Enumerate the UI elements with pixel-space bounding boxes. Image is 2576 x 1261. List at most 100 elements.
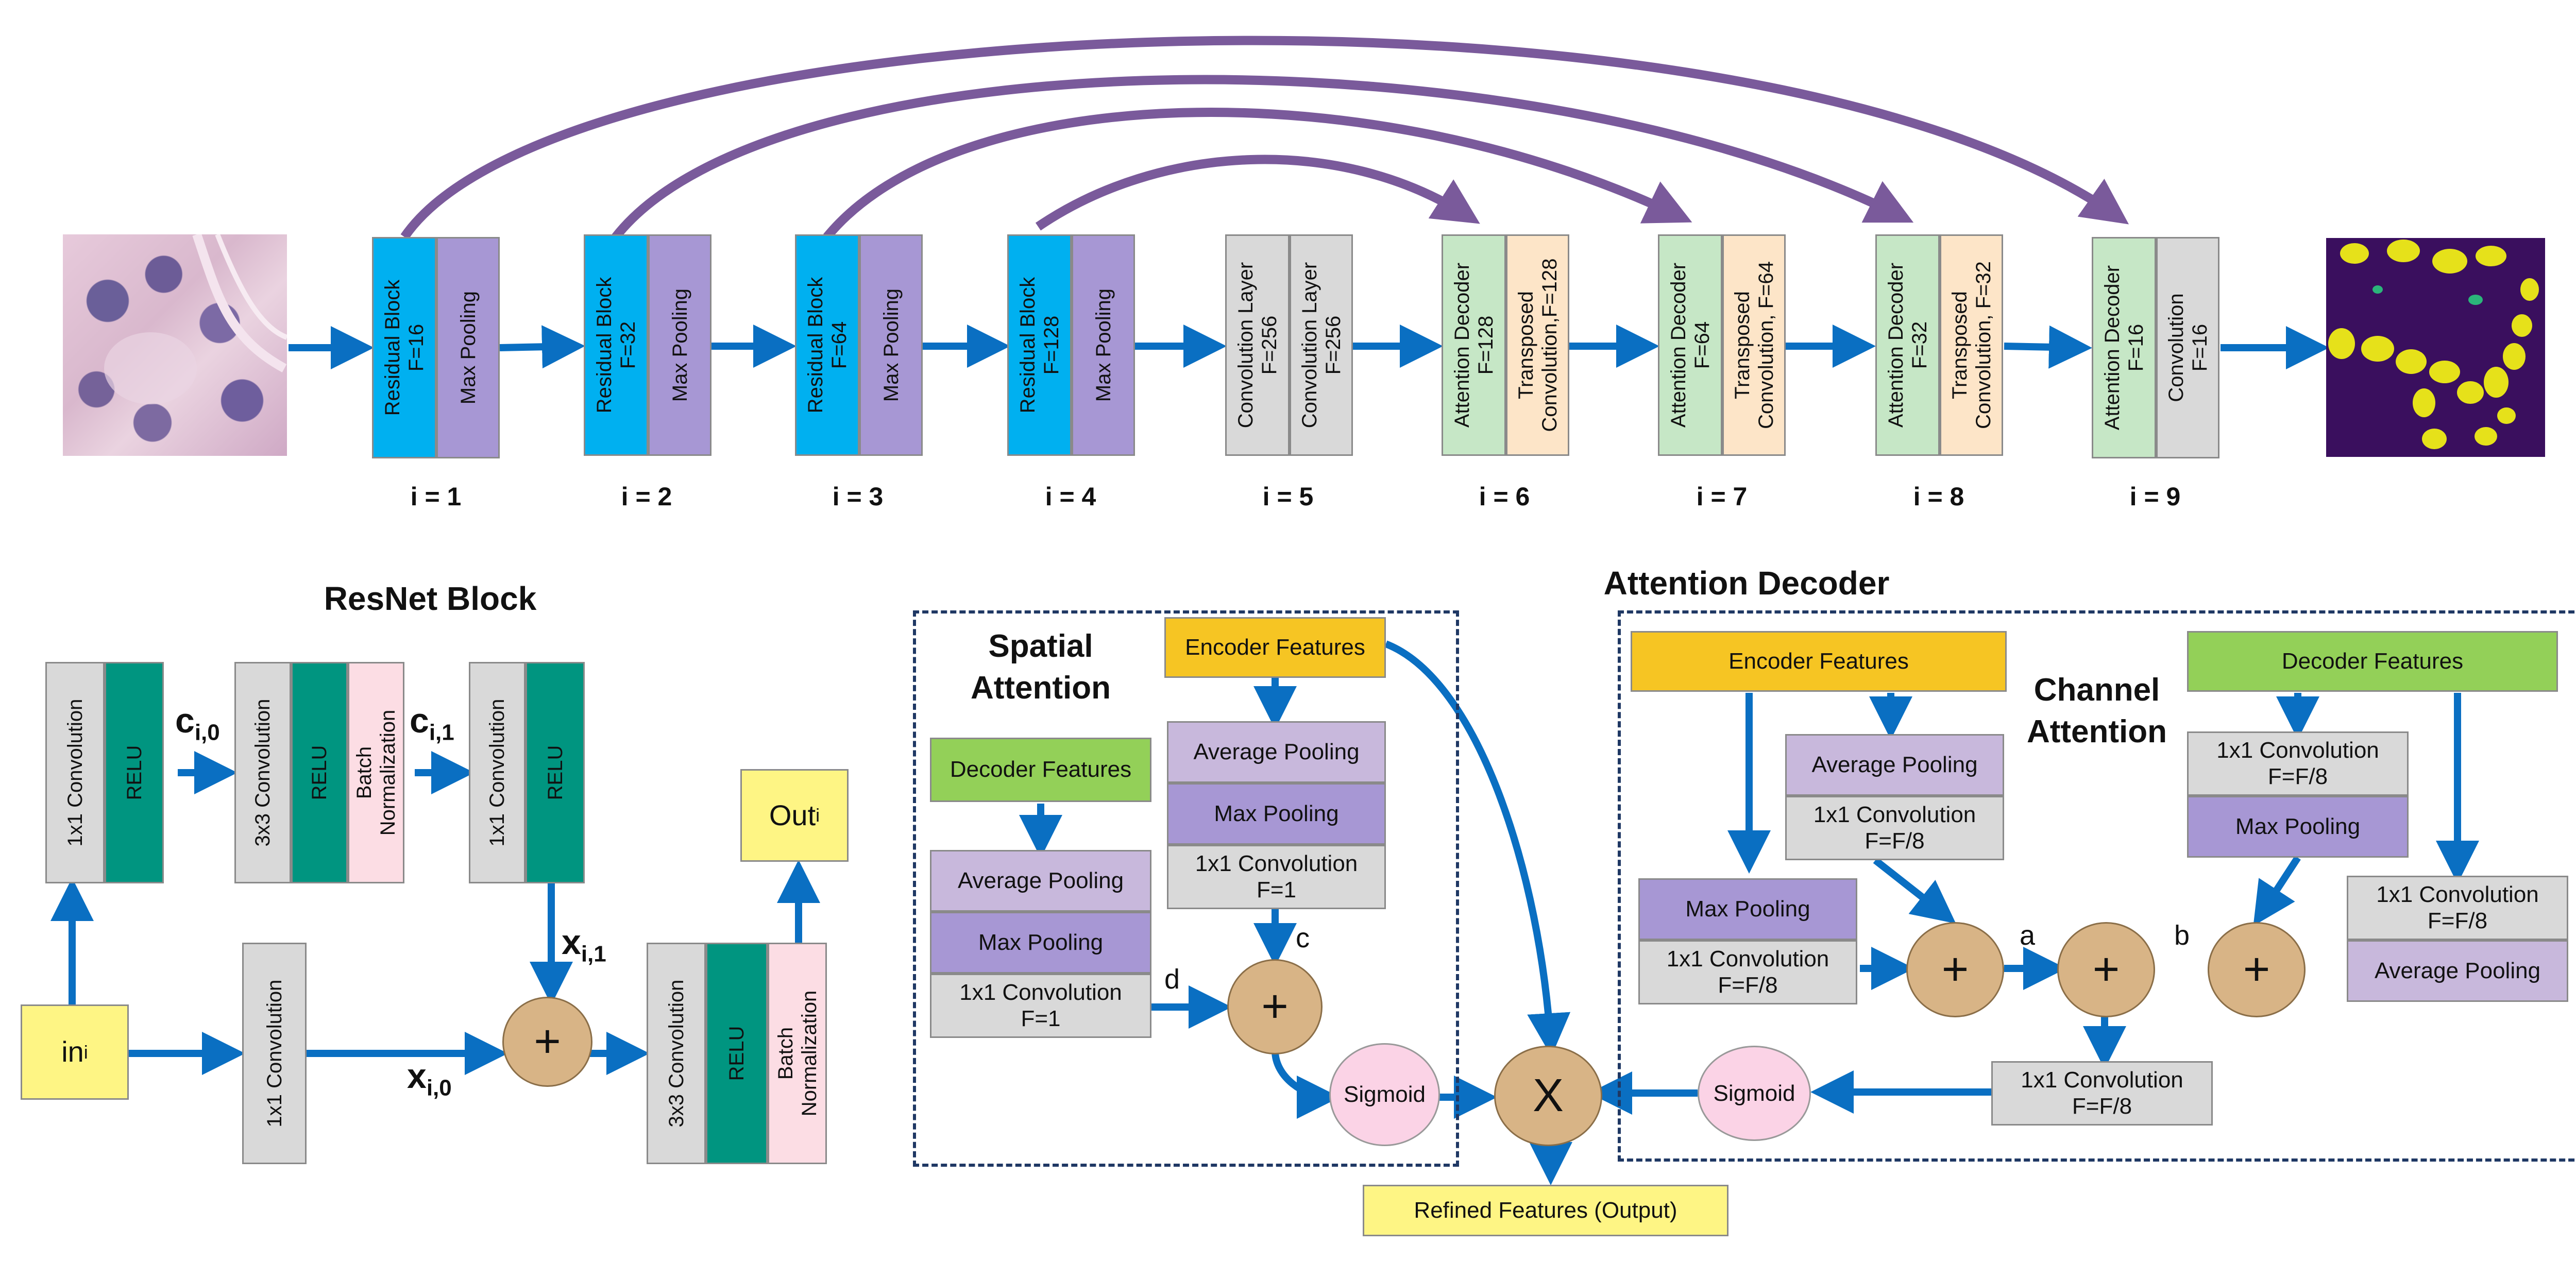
resnet-input-label: in	[61, 1035, 84, 1068]
resnet-label-x0: xi,0	[407, 1056, 452, 1101]
residual-block-2-label: Residual Block F=32	[592, 277, 639, 414]
resnet-conv1x1-c: 1x1 Convolution	[242, 943, 307, 1164]
resnet-conv1x1-a-label: 1x1 Convolution	[63, 698, 87, 847]
resnet-label-c1-sub: i,1	[429, 720, 454, 745]
max-pooling-4: Max Pooling	[1072, 234, 1135, 456]
channel-conv-f8-c-label: 1x1 Convolution F=F/8	[2216, 737, 2379, 789]
channel-add-middle-symbol: +	[2092, 944, 2120, 995]
channel-attention-title: Channel Attention	[2026, 672, 2167, 749]
segmentation-blobs	[2328, 240, 2539, 449]
residual-block-2: Residual Block F=32	[584, 234, 648, 456]
convolution-layer-5b: Convolution Layer F=256	[1290, 234, 1353, 456]
attention-decoder-7-label: Attention Decoder F=64	[1667, 262, 1714, 428]
channel-max-pooling-a-label: Max Pooling	[1685, 896, 1810, 922]
channel-max-pooling-b: Max Pooling	[2187, 796, 2409, 858]
resnet-output-sub: i	[816, 805, 820, 826]
spatial-decoder-features: Decoder Features	[930, 738, 1151, 802]
max-pooling-2-label: Max Pooling	[668, 288, 691, 402]
resnet-label-x1-main: x	[562, 923, 581, 962]
stage-index-6: i = 6	[1479, 482, 1530, 511]
resnet-conv1x1-c-label: 1x1 Convolution	[263, 979, 286, 1128]
resnet-conv3x3-b-label: 3x3 Convolution	[665, 979, 688, 1128]
spatial-max-pooling-a-label: Max Pooling	[1214, 800, 1339, 826]
spatial-decoder-features-label: Decoder Features	[950, 757, 1132, 782]
channel-add-left-symbol: +	[1941, 944, 1969, 995]
channel-conv-f8-a: 1x1 Convolution F=F/8	[1785, 796, 2004, 860]
max-pooling-3: Max Pooling	[859, 234, 923, 456]
residual-block-1: Residual Block F=16	[372, 237, 436, 458]
spatial-average-pooling-a: Average Pooling	[1167, 721, 1386, 783]
spatial-average-pooling-b-label: Average Pooling	[957, 867, 1124, 893]
resnet-batchnorm-b-label: Batch Normalization	[774, 990, 821, 1117]
tissue-texture	[104, 234, 287, 404]
channel-sigmoid: Sigmoid	[1698, 1046, 1811, 1141]
attention-decoder-9-label: Attention Decoder F=16	[2100, 265, 2147, 431]
resnet-batchnorm-b: Batch Normalization	[768, 943, 827, 1164]
channel-average-pooling-b-label: Average Pooling	[2374, 958, 2541, 983]
stage-index-7: i = 7	[1696, 482, 1748, 511]
transposed-convolution-7: Transposed Convolution, F=64	[1722, 234, 1786, 456]
residual-block-1-label: Residual Block F=16	[381, 279, 428, 416]
spatial-conv-f1-a-label: 1x1 Convolution F=1	[1195, 850, 1358, 902]
resnet-output-label: Out	[769, 798, 816, 831]
attention-decoder-6-label: Attention Decoder F=128	[1450, 262, 1497, 428]
spatial-max-pooling-a: Max Pooling	[1167, 783, 1386, 845]
stage-index-4: i = 4	[1045, 482, 1096, 511]
channel-add-node-left: +	[1906, 922, 2004, 1017]
max-pooling-4-label: Max Pooling	[1092, 288, 1115, 402]
resnet-relu-a-label: RELU	[123, 745, 146, 800]
resnet-label-c1: ci,1	[410, 701, 454, 746]
input-histology-image	[63, 234, 287, 456]
channel-add-node-right: +	[2208, 922, 2306, 1017]
resnet-label-x1-sub: i,1	[581, 941, 606, 967]
attention-decoder-8: Attention Decoder F=32	[1875, 234, 1940, 456]
spatial-conv-f1-b-label: 1x1 Convolution F=1	[959, 979, 1122, 1031]
spatial-add-symbol: +	[1261, 981, 1289, 1032]
resnet-conv1x1-a: 1x1 Convolution	[45, 662, 105, 883]
resnet-batchnorm-a-label: Batch Normalization	[353, 709, 399, 836]
refined-features-output-label: Refined Features (Output)	[1414, 1197, 1677, 1223]
resnet-label-x0-main: x	[407, 1056, 427, 1096]
channel-average-pooling-a-label: Average Pooling	[1811, 752, 1978, 777]
resnet-relu-c: RELU	[526, 662, 585, 883]
stage-index-9: i = 9	[2129, 482, 2181, 511]
resnet-conv3x3-a: 3x3 Convolution	[234, 662, 291, 883]
resnet-label-c1-main: c	[410, 701, 429, 740]
channel-decoder-features: Decoder Features	[2187, 631, 2558, 692]
channel-encoder-features: Encoder Features	[1631, 631, 2007, 692]
resnet-relu-b-label: RELU	[308, 745, 331, 800]
channel-decoder-features-label: Decoder Features	[2281, 648, 2464, 674]
spatial-label-d: d	[1164, 964, 1180, 995]
spatial-average-pooling-a-label: Average Pooling	[1193, 739, 1360, 764]
spatial-attention-panel	[913, 610, 1459, 1167]
resnet-relu-d-label: RELU	[725, 1026, 748, 1081]
resnet-label-c0: ci,0	[175, 701, 220, 746]
attention-decoder-6: Attention Decoder F=128	[1442, 234, 1506, 456]
channel-add-right-symbol: +	[2243, 944, 2270, 995]
channel-conv-f8-c: 1x1 Convolution F=F/8	[2187, 731, 2409, 796]
skip-connections	[400, 36, 2129, 240]
attention-decoder-8-label: Attention Decoder F=32	[1884, 262, 1931, 428]
spatial-average-pooling-b: Average Pooling	[930, 850, 1151, 912]
spatial-add-node: +	[1227, 959, 1323, 1054]
channel-conv-f8-d: 1x1 Convolution F=F/8	[2347, 876, 2568, 940]
resnet-batchnorm-a: Batch Normalization	[348, 662, 404, 883]
resnet-conv1x1-b: 1x1 Convolution	[469, 662, 526, 883]
channel-label-b: b	[2174, 920, 2190, 951]
max-pooling-3-label: Max Pooling	[879, 288, 903, 402]
stage-index-5: i = 5	[1262, 482, 1314, 511]
spatial-encoder-features: Encoder Features	[1164, 617, 1386, 678]
refined-features-output: Refined Features (Output)	[1363, 1185, 1728, 1236]
spatial-conv-f1-b: 1x1 Convolution F=1	[930, 974, 1151, 1038]
stage-index-3: i = 3	[832, 482, 884, 511]
resnet-relu-b: RELU	[291, 662, 348, 883]
residual-block-4: Residual Block F=128	[1007, 234, 1072, 456]
resnet-label-x0-sub: i,0	[426, 1075, 452, 1101]
stage-index-1: i = 1	[410, 482, 462, 511]
transposed-convolution-8: Transposed Convolution, F=32	[1940, 234, 2003, 456]
max-pooling-1: Max Pooling	[436, 237, 500, 458]
channel-conv-f8-b: 1x1 Convolution F=F/8	[1638, 940, 1857, 1004]
channel-max-pooling-a: Max Pooling	[1638, 878, 1857, 940]
